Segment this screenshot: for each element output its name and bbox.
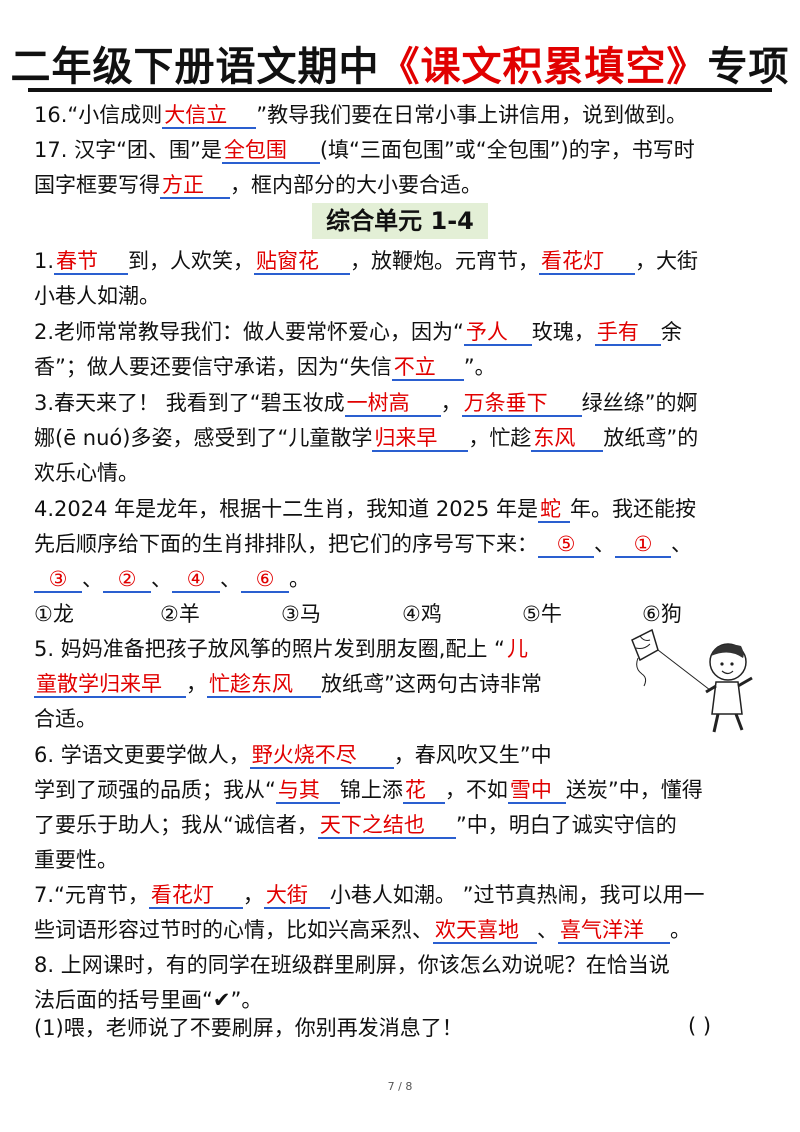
- q6-line4: 重要性。: [34, 848, 118, 872]
- answer-blank: ⑥: [241, 567, 289, 593]
- page-number: 7 / 8: [387, 1080, 413, 1093]
- q5-line3: 合适。: [34, 707, 97, 731]
- answer-blank: 大信立: [162, 103, 257, 129]
- answer-blank: 忙趁东风: [207, 672, 321, 698]
- q5-line2: 童散学归来早，忙趁东风放纸鸢”这两句古诗非常: [34, 672, 542, 698]
- answer-blank: 蛇: [537, 497, 570, 523]
- answer-blank: 方正: [160, 173, 230, 199]
- q3-line1: 3.春天来了！ 我看到了“碧玉妆成一树高，万条垂下绿丝绦”的婀: [34, 391, 698, 417]
- answer-blank: 野火烧不尽: [249, 743, 394, 769]
- title-underline: [28, 88, 772, 92]
- answer-blank: ③: [34, 567, 82, 593]
- child-figure: [705, 643, 753, 733]
- q4-line2: 先后顺序给下面的生肖排排队，把它们的序号写下来：⑤、①、: [34, 532, 692, 558]
- answer-blank: 童散学归来早: [34, 672, 186, 698]
- answer-blank: 看花灯: [539, 249, 636, 275]
- answer-blank: 贴窗花: [254, 249, 351, 275]
- zodiac-rooster: ④鸡: [402, 602, 442, 626]
- answer-blank: 天下之结也: [317, 813, 456, 839]
- line-17b: 国字框要写得方正，框内部分的大小要合适。: [34, 173, 482, 199]
- q6-line3: 了要乐于助人；我从“诚信者，天下之结也”中，明白了诚实守信的: [34, 813, 677, 839]
- answer-blank: 与其: [275, 778, 340, 804]
- q1-line2: 小巷人如潮。: [34, 284, 160, 308]
- answer-blank: 喜气洋洋: [558, 918, 670, 944]
- answer-blank: 欢天喜地: [433, 918, 537, 944]
- q5-line1: 5. 妈妈准备把孩子放风筝的照片发到朋友圈,配上 “儿: [34, 635, 535, 663]
- q3-line2: 娜(ē nuó)多姿，感受到了“儿童散学归来早，忙趁东风放纸鸢”的: [34, 426, 699, 452]
- q3-line3: 欢乐心情。: [34, 461, 139, 485]
- zodiac-horse: ③马: [281, 602, 321, 626]
- answer-blank: 雪中: [507, 778, 566, 804]
- section-title: 综合单元 1-4: [0, 203, 800, 239]
- answer-text: 儿: [506, 637, 528, 661]
- q8-line1: 8. 上网课时，有的同学在班级群里刷屏，你该怎么劝说呢？在恰当说: [34, 953, 670, 977]
- zodiac-sheep: ②羊: [160, 602, 200, 626]
- answer-parentheses[interactable]: ( ): [688, 1014, 712, 1038]
- answer-blank: ①: [615, 532, 671, 558]
- answer-blank: 手有: [594, 320, 661, 346]
- q2-line2: 香”；做人要还要信守承诺，因为“失信不立”。: [34, 355, 496, 381]
- q8-line2: 法后面的括号里画“✔”。: [34, 988, 263, 1012]
- page-title: 二年级下册语文期中《课文积累填空》专项: [10, 44, 790, 90]
- line-16: 16.“小信成则大信立”教导我们要在日常小事上讲信用，说到做到。: [34, 103, 688, 129]
- answer-blank: ②: [103, 567, 151, 593]
- answer-blank: 春节: [54, 249, 129, 275]
- q7-line2: 些词语形容过节时的心情，比如兴高采烈、欢天喜地、喜气洋洋。: [34, 918, 691, 944]
- answer-blank: 大街: [263, 883, 330, 909]
- q2-line1: 2.老师常常教导我们：做人要常怀爱心，因为“予人玫瑰，手有余: [34, 320, 682, 346]
- q8-option-1: (1)喂，老师说了不要刷屏，你别再发消息了！: [34, 1016, 463, 1040]
- answer-blank: 归来早: [372, 426, 469, 452]
- answer-blank: ④: [172, 567, 220, 593]
- zodiac-dog: ⑥狗: [642, 602, 682, 626]
- answer-blank: 花: [402, 778, 445, 804]
- line-17a: 17. 汉字“团、围”是全包围(填“三面包围”或“全包围”)的字，书写时: [34, 138, 695, 164]
- answer-blank: 全包围: [221, 138, 320, 164]
- kite-child-illustration: [631, 628, 753, 733]
- answer-blank: ⑤: [538, 532, 594, 558]
- zodiac-ox: ⑤牛: [522, 602, 562, 626]
- q4-line3: ③、②、④、⑥。: [34, 565, 310, 593]
- zodiac-dragon: ①龙: [34, 602, 74, 626]
- kite-icon: [631, 628, 659, 687]
- q7-line1: 7.“元宵节，看花灯，大街小巷人如潮。 ”过节真热闹，我可以用一: [34, 883, 705, 909]
- answer-blank: 予人: [463, 320, 532, 346]
- q6-line1: 6. 学语文更要学做人，野火烧不尽，春风吹又生”中: [34, 743, 552, 769]
- q1-line1: 1.春节到，人欢笑，贴窗花，放鞭炮。元宵节，看花灯，大街: [34, 249, 699, 275]
- answer-blank: 不立: [391, 355, 464, 381]
- answer-blank: 万条垂下: [461, 391, 582, 417]
- answer-blank: 看花灯: [148, 883, 243, 909]
- q4-line1: 4.2024 年是龙年，根据十二生肖，我知道 2025 年是蛇年。我还能按: [34, 497, 696, 523]
- answer-blank: 东风: [531, 426, 604, 452]
- answer-blank: 一树高: [344, 391, 441, 417]
- q6-line2: 学到了顽强的品质；我从“与其锦上添花，不如雪中送炭”中，懂得: [34, 778, 703, 804]
